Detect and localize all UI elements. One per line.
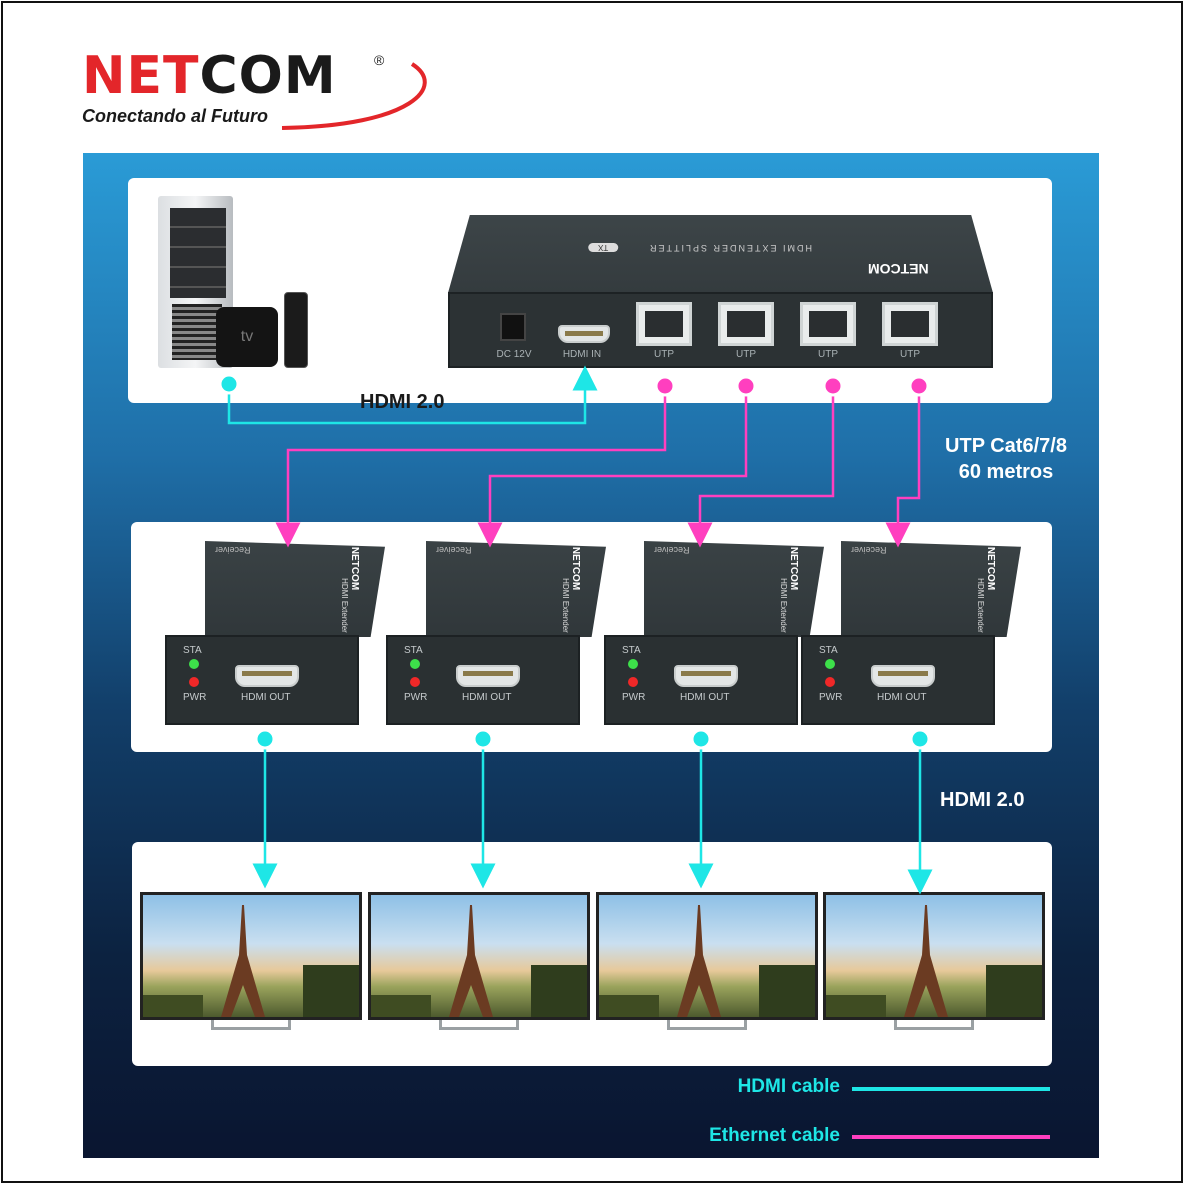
connector-dot — [909, 728, 931, 750]
pwr-led-icon — [628, 677, 638, 687]
tv-stand — [667, 1020, 747, 1030]
tv-stand — [894, 1020, 974, 1030]
pwr-label: PWR — [622, 692, 646, 703]
receiver-top: Receiver NETCOM HDMI Extender — [644, 541, 824, 637]
connector-dot — [735, 375, 757, 397]
sta-label: STA — [819, 645, 838, 656]
logo-com: COM — [199, 46, 337, 106]
hdmi-out-label: HDMI OUT — [680, 692, 730, 703]
connector-dot — [822, 375, 844, 397]
dc-jack — [500, 313, 526, 341]
receiver-top: Receiver NETCOM HDMI Extender — [205, 541, 385, 637]
eiffel-tower-image — [826, 905, 1042, 1017]
hdmi-out-label: HDMI OUT — [241, 692, 291, 703]
logo-net: NET — [82, 46, 200, 106]
utp-port-4 — [882, 302, 938, 346]
registered-mark: ® — [374, 52, 385, 68]
sta-led-icon — [410, 659, 420, 669]
tv-display-1 — [140, 892, 362, 1020]
hdmi-out-port — [235, 665, 299, 687]
hdmi-out-port — [674, 665, 738, 687]
ethernet-cable-4 — [885, 386, 921, 548]
utp-label-line1: UTP Cat6/7/8 — [945, 435, 1067, 457]
port-label-utp: UTP — [900, 349, 920, 360]
eiffel-tower-image — [143, 905, 359, 1017]
sta-led-icon — [189, 659, 199, 669]
hdmi-input-label: HDMI 2.0 — [360, 391, 445, 413]
connector-dot — [654, 375, 676, 397]
receiver-front: STA PWR HDMI OUT — [165, 635, 359, 725]
pc-tower — [158, 196, 233, 368]
pwr-led-icon — [189, 677, 199, 687]
remote-control — [284, 292, 308, 368]
sta-label: STA — [622, 645, 641, 656]
connector-dot — [908, 375, 930, 397]
hdmi-out-label: HDMI OUT — [462, 692, 512, 703]
receiver-front: STA PWR HDMI OUT — [801, 635, 995, 725]
utp-label-line2: 60 metros — [958, 461, 1054, 483]
ethernet-cable-3 — [687, 386, 835, 548]
hdmi-out-port — [456, 665, 520, 687]
legend-hdmi-label: HDMI cable — [737, 1076, 840, 1097]
tv-stand — [439, 1020, 519, 1030]
port-label-utp: UTP — [736, 349, 756, 360]
port-label-utp: UTP — [818, 349, 838, 360]
connector-dot — [472, 728, 494, 750]
apple-tv-box: tv — [216, 307, 278, 367]
sta-led-icon — [825, 659, 835, 669]
netcom-logo: NETCOM ® Conectando al Futuro — [82, 50, 427, 130]
utp-port-1 — [636, 302, 692, 346]
transmitter-top: HDMI EXTENDER SPLITTER TX NETCOM — [448, 215, 993, 293]
pwr-label: PWR — [404, 692, 428, 703]
hdmi-out-port — [871, 665, 935, 687]
ethernet-cable-2 — [477, 386, 748, 548]
connector-dot — [218, 373, 240, 395]
hdmi-in-port — [558, 325, 610, 343]
pwr-label: PWR — [819, 692, 843, 703]
sta-label: STA — [183, 645, 202, 656]
receiver-front: STA PWR HDMI OUT — [386, 635, 580, 725]
receiver-top: Receiver NETCOM HDMI Extender — [841, 541, 1021, 637]
sta-led-icon — [628, 659, 638, 669]
hdmi-out-label: HDMI OUT — [877, 692, 927, 703]
legend-ethernet-label: Ethernet cable — [709, 1125, 840, 1146]
port-label-hdmi-in: HDMI IN — [562, 349, 602, 360]
sta-label: STA — [404, 645, 423, 656]
ethernet-cable-1 — [275, 386, 667, 548]
utp-port-3 — [800, 302, 856, 346]
utp-port-2 — [718, 302, 774, 346]
tv-display-3 — [596, 892, 818, 1020]
connector-dot — [690, 728, 712, 750]
pwr-led-icon — [410, 677, 420, 687]
tv-box-label: tv — [240, 328, 254, 345]
logo-tagline: Conectando al Futuro — [82, 106, 268, 126]
tv-display-4 — [823, 892, 1045, 1020]
receiver-top: Receiver NETCOM HDMI Extender — [426, 541, 606, 637]
pwr-led-icon — [825, 677, 835, 687]
hdmi-input-cable — [227, 365, 598, 425]
tv-display-2 — [368, 892, 590, 1020]
logo-swoosh-icon — [281, 62, 427, 130]
port-label-utp: UTP — [654, 349, 674, 360]
connector-dot — [254, 728, 276, 750]
pwr-label: PWR — [183, 692, 207, 703]
port-label-dc: DC 12V — [496, 349, 532, 360]
tv-stand — [211, 1020, 291, 1030]
receiver-front: STA PWR HDMI OUT — [604, 635, 798, 725]
eiffel-tower-image — [599, 905, 815, 1017]
eiffel-tower-image — [371, 905, 587, 1017]
hdmi-output-label: HDMI 2.0 — [940, 789, 1025, 811]
